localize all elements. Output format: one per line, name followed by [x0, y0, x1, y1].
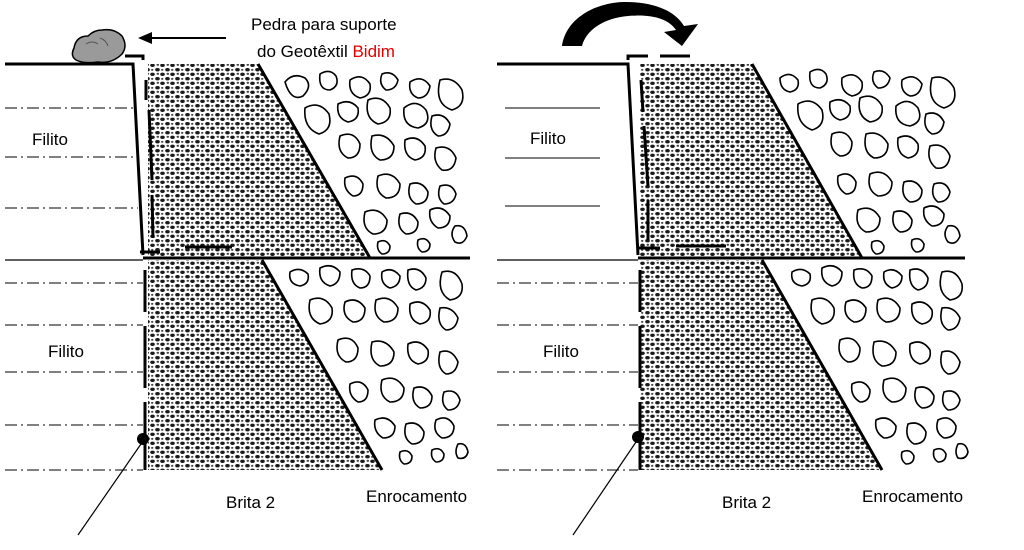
panel-right [497, 2, 969, 536]
rockfill-upper-right [779, 68, 961, 255]
label-filito-lower-right: Filito [543, 342, 579, 361]
curved-arrow-icon [562, 2, 698, 46]
drain-point-left [137, 433, 149, 445]
leader-line-left [77, 443, 142, 536]
label-filito-lower-left: Filito [48, 342, 84, 361]
label-filito-upper-left: Filito [32, 130, 68, 149]
gravel-lower-left [148, 260, 382, 470]
leader-line-right [572, 441, 637, 536]
brand-name: Bidim [352, 42, 395, 61]
foliation-upper-left [5, 107, 138, 209]
label-enrocamento-right: Enrocamento [862, 487, 963, 506]
geotextile-upper-left [125, 54, 232, 254]
annotation-line-2: do Geotêxtil Bidim [257, 42, 395, 61]
rockfill-lower-left [288, 264, 469, 465]
stone-icon [71, 28, 126, 64]
gravel-upper-left [148, 64, 370, 258]
label-enrocamento-left: Enrocamento [366, 487, 467, 506]
gravel-upper-right [640, 64, 862, 258]
foliation-upper-right [505, 107, 600, 207]
panel-left [5, 28, 470, 536]
foliation-lower-right [497, 282, 638, 471]
label-brita-right: Brita 2 [722, 493, 771, 512]
label-brita-left: Brita 2 [226, 493, 275, 512]
ground-surface-left [5, 62, 145, 256]
ground-surface-right [497, 62, 640, 256]
rockfill-lower-right [790, 264, 969, 465]
gravel-lower-right [640, 260, 882, 470]
label-filito-upper-right: Filito [530, 129, 566, 148]
annotation-prefix: do Geotêxtil [257, 42, 352, 61]
rockfill-upper-left [284, 70, 468, 255]
annotation-line-1: Pedra para suporte [251, 15, 397, 34]
drain-point-right [632, 431, 644, 443]
foliation-lower-left [5, 282, 143, 471]
arrow-left-icon [138, 32, 226, 44]
geotextile-upper-right [626, 54, 726, 250]
